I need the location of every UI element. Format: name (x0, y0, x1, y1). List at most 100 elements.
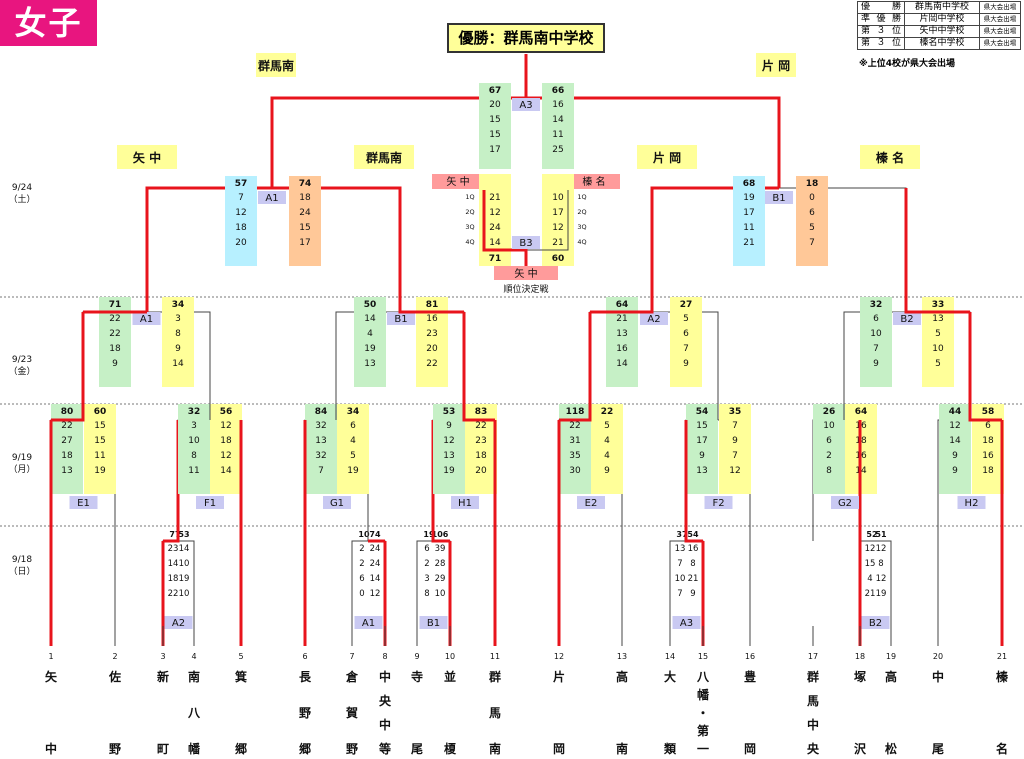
winner-label: 群馬南 (365, 150, 402, 165)
r1-quarter-left: 4 (867, 574, 872, 584)
r2-left-F1-quarter: 11 (188, 466, 199, 476)
round-day: （土） (8, 193, 35, 205)
r3-right-B2_r3-quarter: 10 (932, 344, 944, 354)
r1-quarter-left: 2 (359, 544, 364, 554)
r2-right-E1-fill (84, 404, 116, 494)
r2-left-G1-quarter: 13 (315, 436, 326, 446)
r2-left-G1-fill (305, 404, 337, 494)
r2-right-F1-quarter: 12 (220, 421, 231, 431)
r2-left-E1-fill (51, 404, 83, 494)
r3-right-A2_r3-quarter: 9 (683, 359, 689, 369)
team-name-char: 郷 (299, 742, 311, 756)
r3-right-B1_r3-quarter: 16 (426, 314, 438, 324)
r1-quarter-right: 10 (179, 559, 190, 569)
semi-right-b-fill (796, 176, 828, 266)
r3-right-A2_r3-quarter: 7 (683, 344, 689, 354)
team-name-char: 一 (697, 742, 709, 756)
match-label-A3_final: A3 (519, 100, 532, 111)
r3-right-A1_r3-quarter: 14 (172, 359, 184, 369)
team-number: 12 (554, 652, 564, 661)
team-name-char: 片 (553, 669, 565, 684)
team-name-char: 馬 (489, 706, 501, 720)
match-label-A2_r1-box (164, 616, 193, 629)
team-name-char: 南 (616, 741, 628, 756)
final-left-total: 67 (489, 86, 502, 96)
r1-quarter-right: 24 (370, 559, 381, 569)
r1-quarter-left: 6 (359, 574, 364, 584)
r3-right-A1_r3-quarter: 9 (175, 344, 181, 354)
r1-total-left: 10 (358, 530, 370, 539)
team-name-char: 高 (616, 669, 628, 684)
semi-right-b-quarter: 7 (809, 238, 815, 248)
team-name-char: 町 (157, 742, 169, 756)
girls-badge: 女子 (0, 0, 97, 46)
r2-right-G1-quarter: 19 (347, 466, 359, 476)
team-name-char: 幡 (697, 687, 710, 702)
r2-right-E2-quarter: 9 (604, 466, 610, 476)
third-quarter-label: 2Q (577, 208, 586, 216)
team-name-char: 箕 (235, 669, 247, 684)
r1-total-right: 51 (875, 530, 887, 539)
r3-left-B1_r3-quarter: 13 (364, 359, 375, 369)
r2-left-F2-quarter: 15 (696, 421, 707, 431)
team-name-char: 並 (444, 669, 456, 684)
r1-quarter-left: 2 (359, 559, 364, 569)
r2-right-E1-quarter: 15 (94, 421, 105, 431)
team-name-char: 榎 (444, 741, 457, 756)
team-name-char: 中 (807, 717, 819, 732)
team-name-char: 八 (696, 670, 710, 684)
third-match-label: B3 (519, 238, 532, 249)
r2-left-H1-quarter: 9 (446, 421, 452, 431)
r2-right-H2-quarter: 18 (982, 466, 994, 476)
r3-left-B1_r3-quarter: 19 (364, 344, 376, 354)
r2-left-F1-quarter: 8 (191, 451, 197, 461)
r2-left-G2-quarter: 10 (823, 421, 835, 431)
team-name-char: 南 (188, 669, 200, 684)
r1-quarter-right: 8 (690, 559, 695, 569)
round-day: （金） (8, 365, 35, 377)
team-name-char: 野 (346, 742, 358, 756)
bracket-line (559, 312, 592, 422)
team-name-char: 中 (379, 717, 391, 732)
r2-left-E1-total: 80 (61, 407, 74, 417)
third-right-quarter: 12 (552, 223, 563, 233)
r3-left-A2_r3-quarter: 21 (616, 314, 627, 324)
team-name-char: 塚 (854, 670, 866, 684)
team-name-char: 馬 (807, 694, 819, 708)
r1-quarter-right: 19 (179, 574, 190, 584)
team-name-char: 群 (806, 669, 819, 684)
r1-quarter-left: 0 (359, 589, 364, 599)
semi-left-a-quarter: 18 (235, 223, 247, 233)
team-name-char: 榛 (996, 669, 1009, 684)
team-number: 14 (665, 652, 675, 661)
r2-right-F2-quarter: 7 (732, 421, 738, 431)
third-match-label-box (512, 236, 540, 249)
r2-left-H1-quarter: 13 (443, 451, 454, 461)
team-number: 10 (445, 652, 455, 661)
match-label-G1-box (323, 496, 351, 509)
r2-left-H1-fill (433, 404, 465, 494)
r2-left-E2-quarter: 30 (569, 466, 581, 476)
r1-quarter-left: 15 (865, 559, 876, 569)
winner-label-box (756, 53, 796, 77)
r1-quarter-right: 14 (179, 544, 190, 554)
match-label-B1_r3: B1 (394, 314, 407, 325)
team-number: 3 (160, 652, 165, 661)
match-label-A1_r1: A1 (362, 618, 375, 629)
r2-right-E2-total: 22 (601, 407, 614, 417)
r1-quarter-left: 13 (675, 544, 686, 554)
team-number: 16 (745, 652, 755, 661)
team-number: 21 (997, 652, 1007, 661)
match-label-A2_r3: A2 (647, 314, 660, 325)
third-left-quarter: 21 (489, 193, 500, 203)
r2-left-H1-quarter: 19 (443, 466, 455, 476)
r1-total-right: 106 (432, 530, 449, 539)
match-label-F1: F1 (204, 498, 216, 509)
r2-right-F2-quarter: 12 (729, 466, 740, 476)
team-name-char: 新 (157, 669, 169, 684)
r2-right-H1-quarter: 18 (475, 451, 487, 461)
match-label-A1_r4-box (258, 191, 286, 204)
team-number: 4 (191, 652, 196, 661)
match-label-B2_r3: B2 (900, 314, 913, 325)
